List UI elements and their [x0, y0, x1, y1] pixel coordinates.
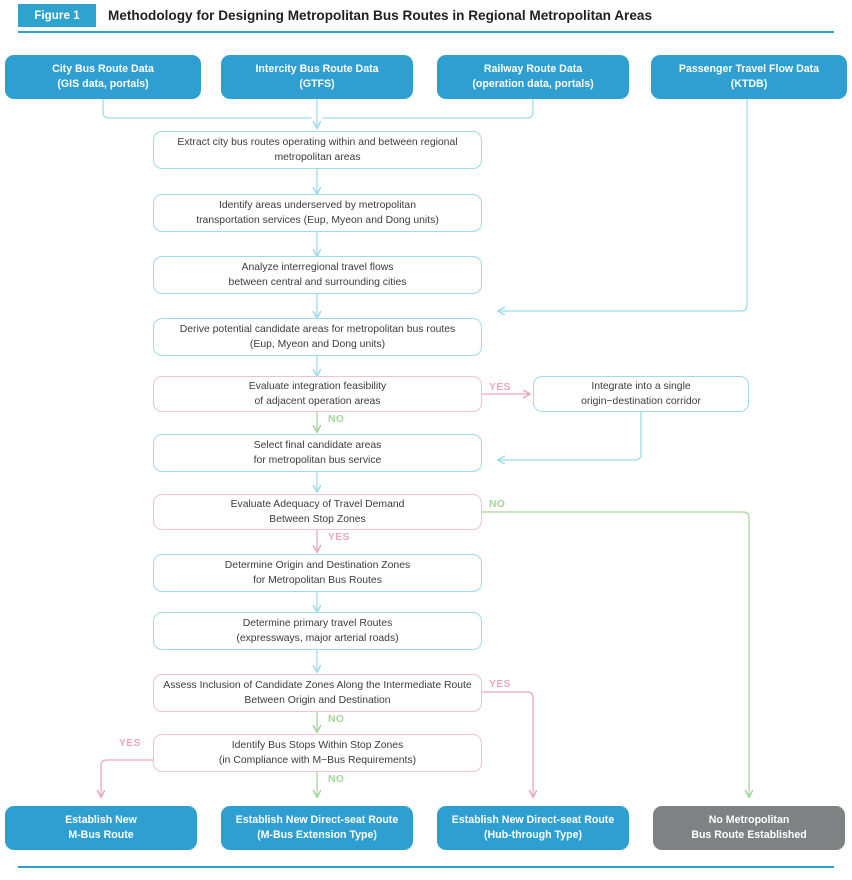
source-label-line2: (GTFS): [299, 78, 335, 90]
decision-label-line1: Evaluate Adequacy of Travel Demand: [230, 498, 405, 510]
step-box-integrate-single-corridor[interactable]: Integrate into a single origin−destinati…: [533, 376, 749, 412]
edge-label-yes-inclusion: YES: [489, 679, 511, 690]
edge-label-yes-demand: YES: [328, 532, 350, 543]
step-label-line2: (Eup, Myeon and Dong units): [249, 339, 386, 350]
outcome-label-line1: Establish New Direct-seat Route: [451, 813, 615, 826]
source-box-passenger-flow[interactable]: Passenger Travel Flow Data (KTDB): [651, 55, 847, 99]
decision-box-assess-inclusion-candidate-zones[interactable]: Assess Inclusion of Candidate Zones Alon…: [153, 674, 482, 712]
header-divider: [18, 31, 834, 33]
edge-label-no-demand: NO: [489, 499, 506, 510]
step-label-line2: between central and surrounding cities: [228, 277, 407, 288]
decision-label-line2: Between Origin and Destination: [244, 695, 391, 706]
step-label-line2: origin−destination corridor: [581, 396, 701, 407]
outcome-box-new-mbus-route[interactable]: Establish New M-Bus Route: [5, 806, 197, 850]
edge-label-yes-integration: YES: [489, 382, 511, 393]
edge-label-no-stops: NO: [328, 774, 345, 785]
step-box-extract-routes[interactable]: Extract city bus routes operating within…: [153, 131, 482, 169]
decision-label-line1: Identify Bus Stops Within Stop Zones: [231, 739, 404, 751]
step-box-select-final-candidate-areas[interactable]: Select final candidate areas for metropo…: [153, 434, 482, 472]
outcome-label-line2: (Hub-through Type): [483, 829, 583, 841]
footer-divider: [18, 866, 834, 868]
step-box-identify-underserved-areas[interactable]: Identify areas underserved by metropolit…: [153, 194, 482, 232]
decision-label-line2: (in Compliance with M−Bus Requirements): [218, 755, 417, 766]
decision-label-line2: Between Stop Zones: [269, 514, 366, 525]
step-box-derive-candidate-areas[interactable]: Derive potential candidate areas for met…: [153, 318, 482, 356]
step-label-line1: Identify areas underserved by metropolit…: [219, 199, 416, 211]
step-label-line1: Determine Origin and Destination Zones: [224, 559, 411, 571]
step-label-line1: Select final candidate areas: [253, 439, 382, 451]
decision-label-line1: Evaluate integration feasibility: [248, 380, 387, 392]
decision-label-line2: of adjacent operation areas: [254, 396, 381, 407]
source-label-line1: City Bus Route Data: [52, 62, 154, 75]
step-label-line1: Analyze interregional travel flows: [241, 261, 394, 273]
step-label-line2: for metropolitan bus service: [253, 455, 382, 466]
source-label-line1: Passenger Travel Flow Data: [678, 62, 820, 75]
step-label-line2: (expressways, major arterial roads): [236, 633, 399, 644]
edge-label-yes-stops: YES: [119, 738, 141, 749]
source-box-railway[interactable]: Railway Route Data (operation data, port…: [437, 55, 629, 99]
source-box-intercity-bus[interactable]: Intercity Bus Route Data (GTFS): [221, 55, 413, 99]
step-label-line2: metropolitan areas: [274, 152, 361, 163]
decision-label-line1: Assess Inclusion of Candidate Zones Alon…: [163, 679, 472, 691]
outcome-label-line2: Bus Route Established: [691, 829, 807, 841]
source-label-line2: (GIS data, portals): [57, 78, 149, 90]
source-label-line2: (operation data, portals): [472, 78, 594, 90]
source-label-line1: Railway Route Data: [483, 62, 583, 75]
step-label-line2: transportation services (Eup, Myeon and …: [196, 215, 439, 226]
step-label-line1: Determine primary travel Routes: [242, 617, 393, 629]
decision-box-identify-bus-stops[interactable]: Identify Bus Stops Within Stop Zones (in…: [153, 734, 482, 772]
decision-box-evaluate-travel-demand[interactable]: Evaluate Adequacy of Travel Demand Betwe…: [153, 494, 482, 530]
step-label-line1: Derive potential candidate areas for met…: [179, 323, 456, 335]
outcome-box-direct-seat-hub-through[interactable]: Establish New Direct-seat Route (Hub-thr…: [437, 806, 629, 850]
source-label-line2: (KTDB): [730, 78, 768, 90]
outcome-label-line1: No Metropolitan: [708, 813, 790, 826]
step-box-analyze-travel-flows[interactable]: Analyze interregional travel flows betwe…: [153, 256, 482, 294]
step-label-line1: Extract city bus routes operating within…: [177, 136, 458, 148]
figure-header: Figure 1 Methodology for Designing Metro…: [0, 0, 852, 34]
step-label-line1: Integrate into a single: [591, 380, 691, 392]
edge-label-no-integration: NO: [328, 414, 345, 425]
source-box-city-bus[interactable]: City Bus Route Data (GIS data, portals): [5, 55, 201, 99]
figure-title: Methodology for Designing Metropolitan B…: [108, 8, 653, 23]
decision-box-evaluate-integration-feasibility[interactable]: Evaluate integration feasibility of adja…: [153, 376, 482, 412]
figure-number-badge: Figure 1: [18, 4, 96, 27]
outcome-box-direct-seat-mbus-extension[interactable]: Establish New Direct-seat Route (M-Bus E…: [221, 806, 413, 850]
step-box-determine-primary-travel-routes[interactable]: Determine primary travel Routes (express…: [153, 612, 482, 650]
outcome-label-line2: M-Bus Route: [68, 829, 134, 841]
source-label-line1: Intercity Bus Route Data: [255, 62, 379, 75]
outcome-label-line1: Establish New: [65, 813, 137, 826]
edge-label-no-inclusion: NO: [328, 714, 345, 725]
step-box-determine-origin-destination-zones[interactable]: Determine Origin and Destination Zones f…: [153, 554, 482, 592]
outcome-box-no-metropolitan-route[interactable]: No Metropolitan Bus Route Established: [653, 806, 845, 850]
step-label-line2: for Metropolitan Bus Routes: [253, 575, 382, 586]
outcome-label-line2: (M-Bus Extension Type): [257, 829, 377, 841]
outcome-label-line1: Establish New Direct-seat Route: [235, 813, 399, 826]
